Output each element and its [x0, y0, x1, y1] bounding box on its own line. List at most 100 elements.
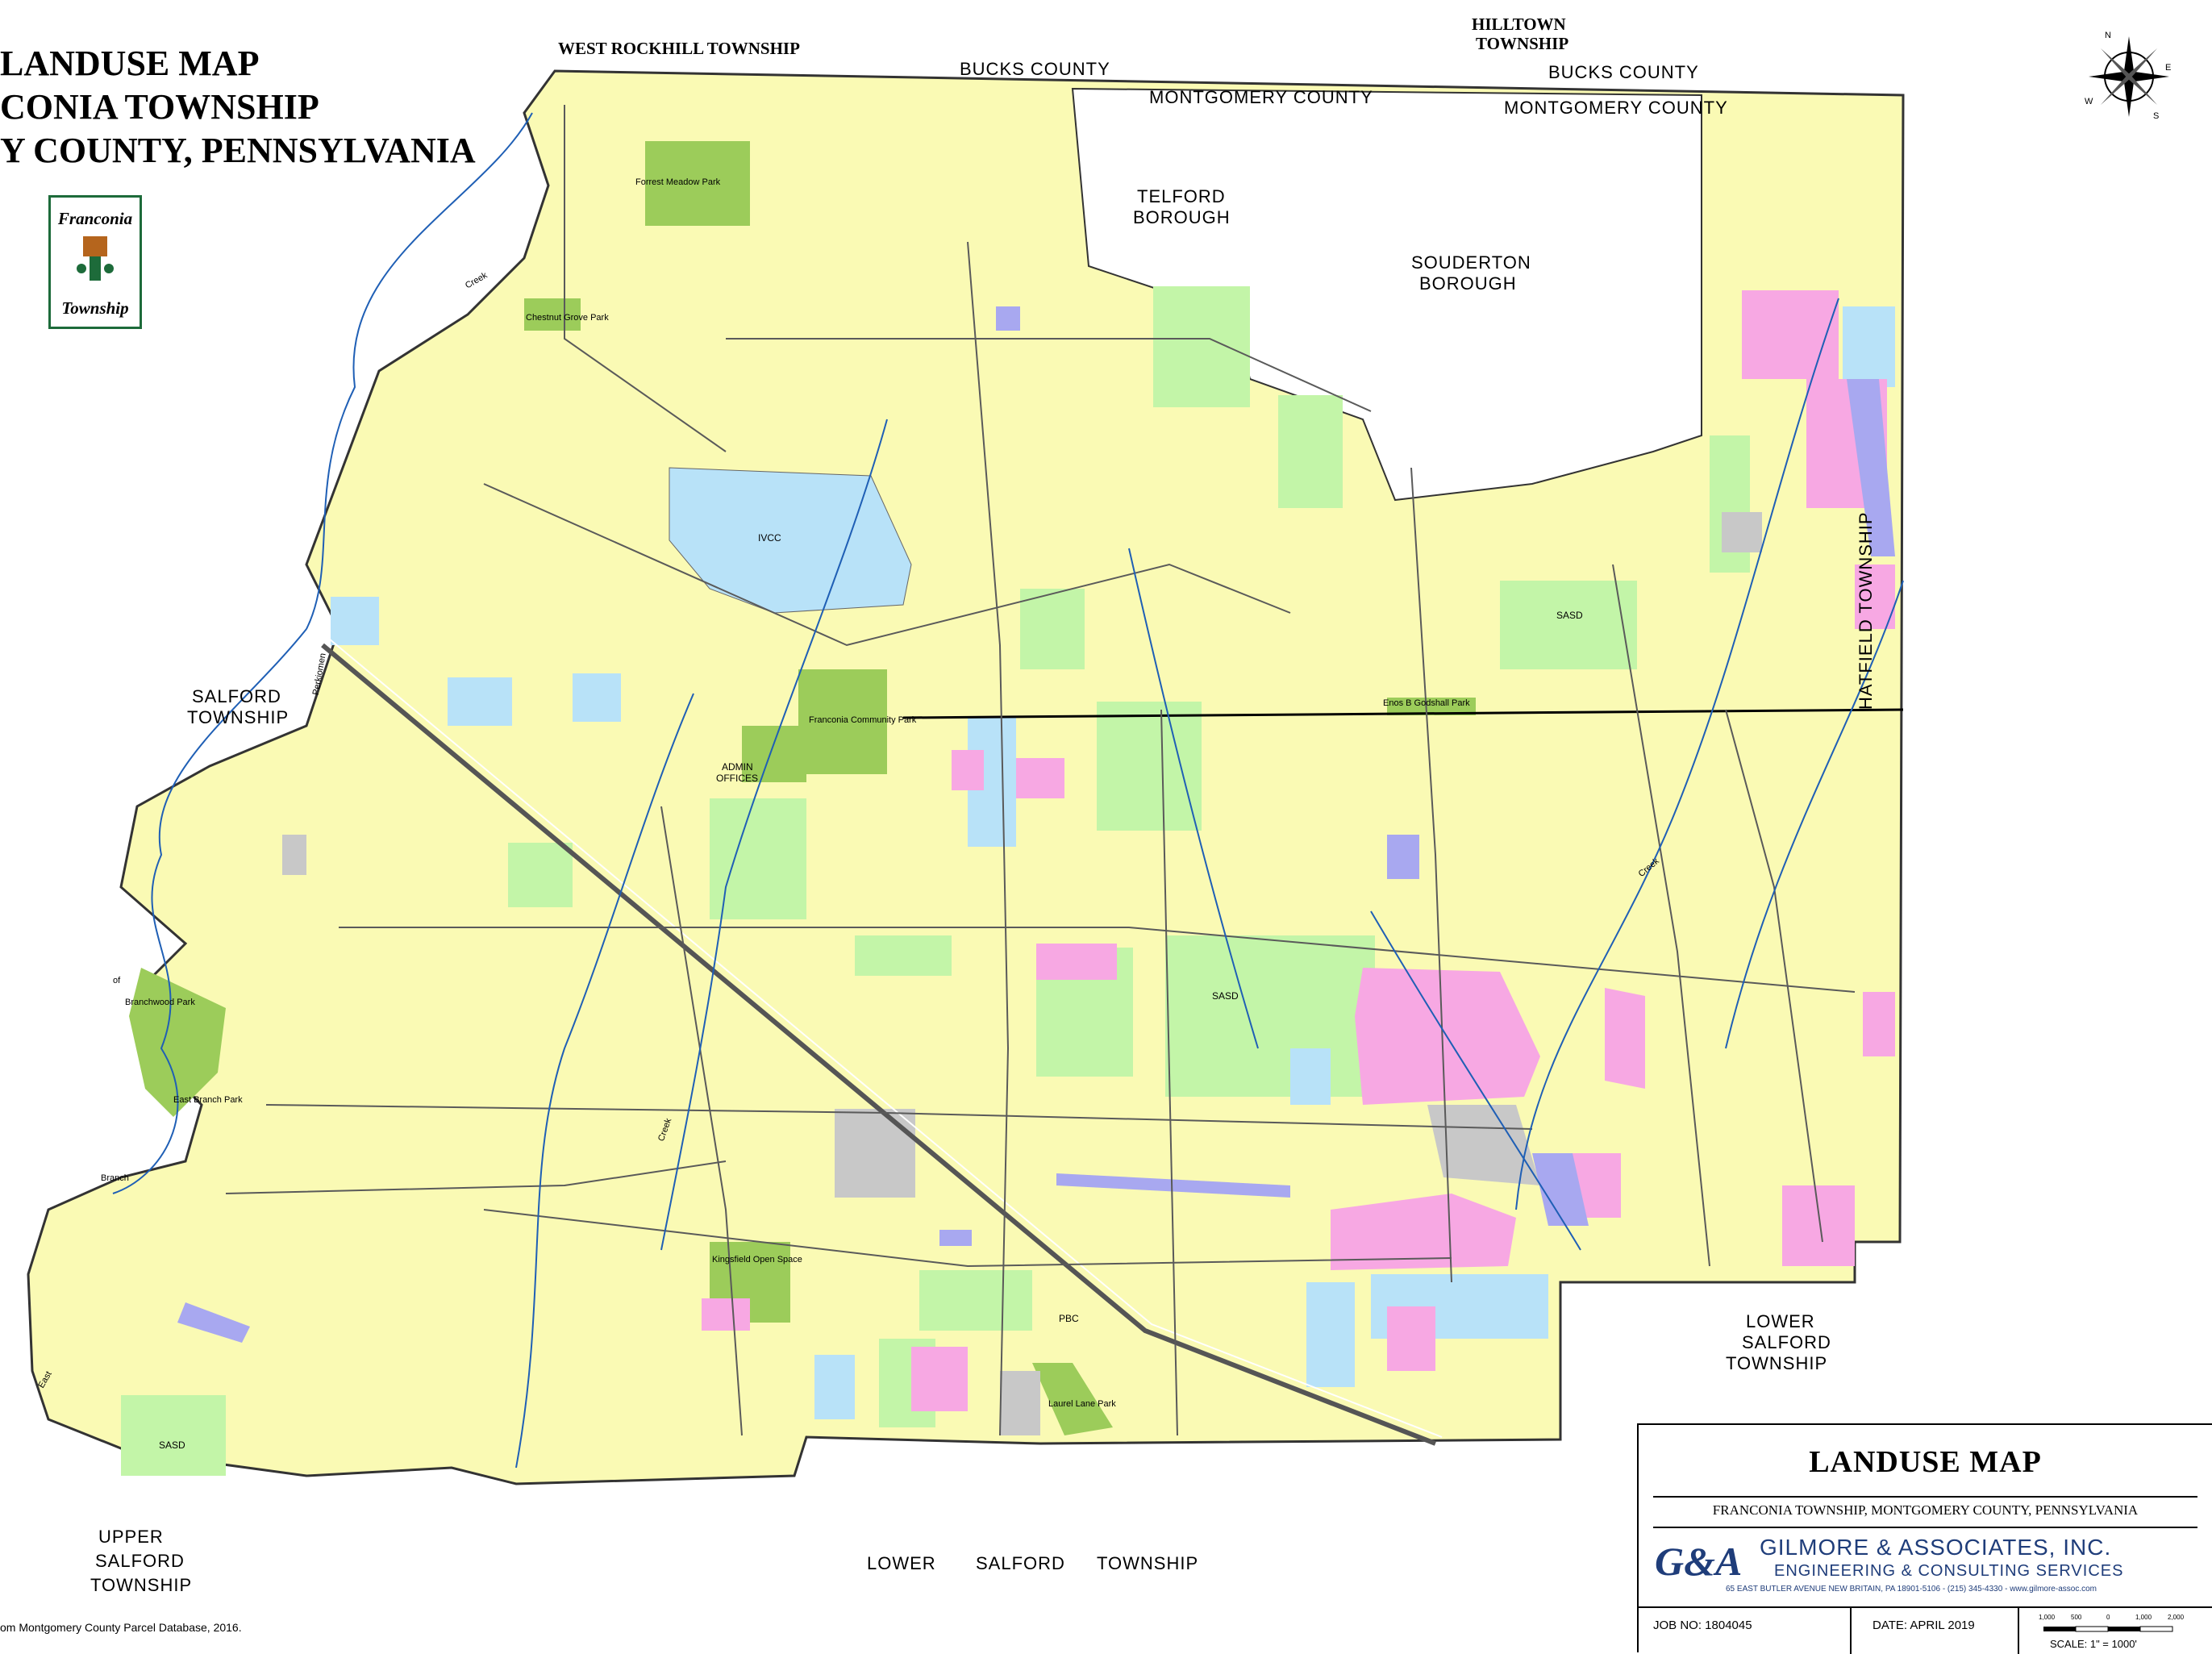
title-block: LANDUSE MAP FRANCONIA TOWNSHIP, MONTGOME…: [1637, 1423, 2212, 1654]
scale-tick-1: 1,000: [2039, 1614, 2056, 1621]
label-bucks-west: BUCKS COUNTY: [960, 59, 1110, 79]
label-lower-salford-south-2: SALFORD: [976, 1553, 1065, 1573]
label-admin-2: OFFICES: [716, 773, 759, 784]
label-salford-1: SALFORD: [192, 686, 281, 706]
firm-services: ENGINEERING & CONSULTING SERVICES: [1774, 1562, 2124, 1580]
compass-w: W: [2085, 97, 2093, 106]
label-of: of: [113, 976, 121, 985]
label-montgomery-east: MONTGOMERY COUNTY: [1504, 98, 1728, 118]
roads: [225, 105, 1856, 1436]
utility: [1056, 1173, 1290, 1198]
enos-godshall-park: [1387, 698, 1476, 715]
township-logo: Franconia Township: [48, 195, 142, 329]
title-line-2: CONIA TOWNSHIP: [0, 87, 319, 127]
commercial: [1036, 944, 1117, 980]
commercial: [1387, 1306, 1435, 1371]
chestnut-grove-park: [524, 298, 581, 331]
utility: [1847, 379, 1895, 556]
rail-line: [902, 708, 1904, 719]
label-lower-salford-south-3: TOWNSHIP: [1097, 1553, 1199, 1573]
logo-text-bottom: Township: [61, 298, 129, 318]
logo-text-top: Franconia: [57, 209, 133, 228]
divider: [1639, 1606, 2212, 1608]
utility: [177, 1302, 250, 1343]
turnpike: [321, 643, 1437, 1446]
sasd-southwest: [121, 1395, 226, 1476]
label-lower-salford-east-1: LOWER: [1746, 1311, 1815, 1331]
compass-n: N: [2105, 31, 2111, 40]
institutional: [331, 597, 379, 645]
open-space: [710, 798, 806, 919]
label-enos-godshall: Enos B Godshall Park: [1383, 698, 1470, 708]
commercial: [1855, 565, 1895, 629]
industrial: [835, 1109, 915, 1198]
scale-tick-3: 0: [2106, 1614, 2110, 1621]
institutional: [814, 1355, 855, 1419]
map-title: LANDUSE MAP CONIA TOWNSHIP Y COUNTY, PEN…: [0, 42, 476, 173]
industrial: [1722, 512, 1762, 552]
label-branchwood: Branchwood Park: [125, 998, 195, 1007]
admin-offices: [742, 726, 806, 782]
scale-tick-4: 1,000: [2135, 1614, 2152, 1621]
scale-box: 1,000 500 0 1,000 2,000 SCALE: 1" = 1000…: [2018, 1607, 2212, 1654]
compass-s: S: [2153, 111, 2160, 121]
commercial: [911, 1347, 968, 1411]
franconia-community-park: [798, 669, 887, 774]
commercial: [1016, 758, 1064, 798]
institutional: [1843, 306, 1895, 387]
open-space: [1153, 286, 1250, 407]
open-space: [919, 1270, 1032, 1331]
label-branch: Branch: [101, 1173, 129, 1183]
turnpike-median: [328, 638, 1443, 1438]
sasd-north: [1500, 581, 1637, 669]
label-upper-salford-3: TOWNSHIP: [90, 1575, 193, 1595]
utility: [1532, 1153, 1589, 1226]
label-sasd-central: SASD: [1212, 990, 1239, 1002]
title-line-3: Y COUNTY, PENNSYLVANIA: [0, 131, 476, 170]
title-line-1: LANDUSE MAP: [0, 44, 260, 83]
label-hatfield: HATFIELD TOWNSHIP: [1856, 511, 1876, 710]
label-telford-2: BOROUGH: [1133, 207, 1231, 227]
divider: [1653, 1527, 2197, 1528]
label-east-branch: East Branch Park: [173, 1095, 243, 1105]
label-souderton-1: SOUDERTON: [1411, 252, 1531, 273]
open-space: [855, 935, 952, 976]
scale-bar-icon: [2043, 1626, 2173, 1632]
utility: [996, 306, 1020, 331]
compass-e: E: [2165, 63, 2172, 73]
source-note: om Montgomery County Parcel Database, 20…: [0, 1621, 242, 1634]
date: DATE: APRIL 2019: [1872, 1619, 1975, 1632]
label-franconia-community: Franconia Community Park: [809, 715, 917, 725]
branchwood-park: [129, 968, 226, 1117]
divider: [1850, 1606, 1852, 1654]
industrial: [1000, 1371, 1040, 1435]
institutional: [1306, 1282, 1355, 1387]
firm-logo: G&A: [1655, 1539, 1743, 1584]
scale-tick-5: 2,000: [2168, 1614, 2185, 1621]
utility: [1387, 835, 1419, 879]
divider: [1653, 1496, 2197, 1498]
label-lower-salford-east-2: SALFORD: [1742, 1332, 1831, 1352]
commercial: [1331, 1194, 1516, 1270]
industrial: [1427, 1105, 1540, 1185]
commercial: [1605, 988, 1645, 1089]
utility: [939, 1230, 972, 1246]
label-hilltown-2: TOWNSHIP: [1476, 34, 1569, 53]
firm-name: GILMORE & ASSOCIATES, INC.: [1760, 1535, 2112, 1560]
institutional: [448, 677, 512, 726]
label-telford-1: TELFORD: [1137, 186, 1226, 206]
label-montgomery-west: MONTGOMERY COUNTY: [1149, 87, 1373, 107]
logo-emblem-icon: [77, 236, 114, 281]
scale-text: SCALE: 1" = 1000': [2050, 1638, 2137, 1650]
label-lower-salford-south-1: LOWER: [867, 1553, 936, 1573]
commercial: [1742, 290, 1839, 379]
open-space: [1020, 589, 1085, 669]
label-kingsfield: Kingsfield Open Space: [712, 1255, 802, 1264]
open-space: [1278, 395, 1343, 508]
label-west-rockhill: WEST ROCKHILL TOWNSHIP: [558, 39, 800, 58]
label-hilltown-1: HILLTOWN: [1472, 15, 1566, 34]
streams: [112, 112, 1904, 1469]
label-admin-1: ADMIN: [722, 761, 753, 773]
laurel-lane-park: [1032, 1363, 1113, 1435]
ivcc-area: [669, 467, 912, 614]
